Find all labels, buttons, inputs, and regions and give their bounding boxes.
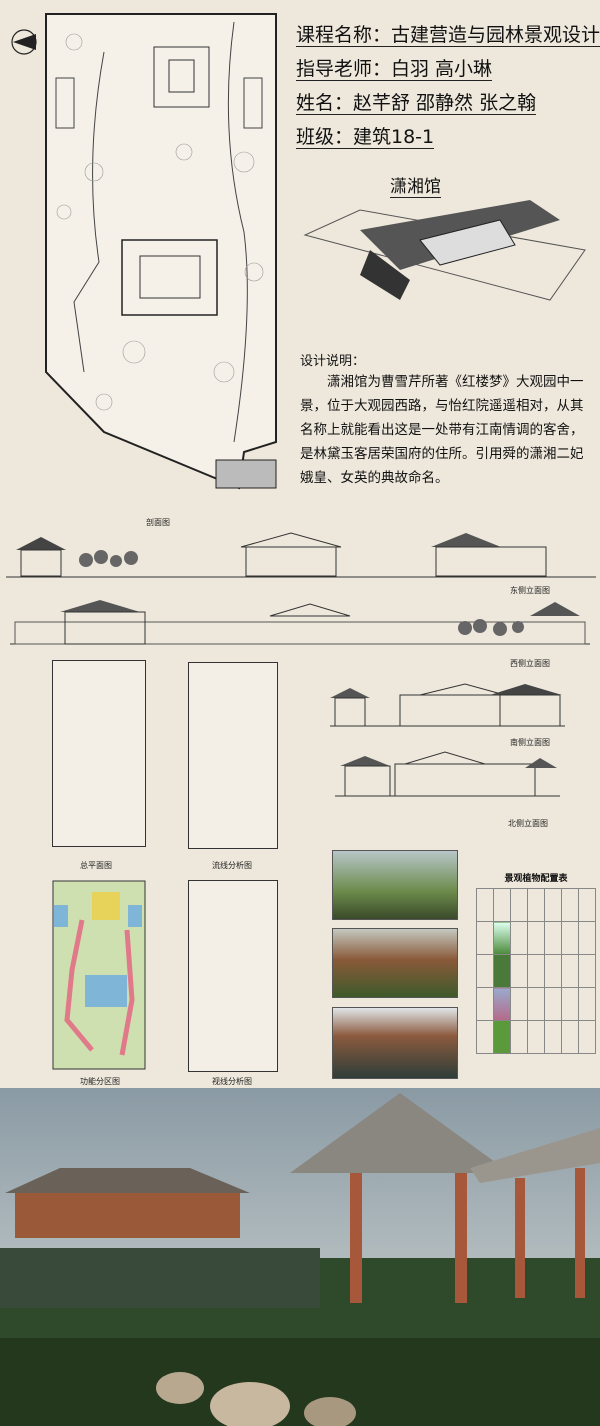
main-site-plan (45, 13, 277, 490)
circulation-label: 流线分析图 (212, 861, 252, 870)
perspective-render (0, 1088, 600, 1426)
class-name: 班级：建筑18-1 (296, 126, 435, 149)
description-heading: 设计说明： (300, 354, 366, 369)
compass-north-icon (11, 29, 37, 55)
zoning-label: 功能分区图 (80, 1077, 120, 1086)
student-names: 姓名：赵芊舒 邵静然 张之翰 (296, 92, 537, 115)
render-thumbnail (332, 850, 458, 920)
section-label: 剖面图 (146, 518, 170, 527)
plant-table (476, 888, 596, 1054)
south-elevation-drawing (330, 683, 565, 727)
zoning-plan (52, 880, 146, 1070)
east-elevation-label: 东侧立面图 (510, 586, 550, 595)
section-drawing (6, 532, 596, 578)
south-elevation-label: 南侧立面图 (510, 738, 550, 747)
render-thumbnail (332, 928, 458, 998)
course-name: 课程名称：古建营造与园林景观设计 (296, 24, 600, 47)
plant-table-title: 景观植物配置表 (504, 874, 568, 884)
project-title: 潇湘馆 (390, 172, 441, 198)
circulation-plan (188, 662, 278, 849)
west-elevation-drawing (10, 600, 590, 645)
west-elevation-label: 西侧立面图 (510, 659, 550, 668)
north-elevation-drawing (335, 751, 560, 797)
north-elevation-label: 北侧立面图 (508, 819, 548, 828)
sightline-label: 视线分析图 (212, 1077, 252, 1086)
render-thumbnail (332, 1007, 458, 1079)
site-plan-small (52, 660, 146, 847)
description-body: 潇湘馆为曹雪芹所著《红楼梦》大观园中一景，位于大观园西路，与怡红院遥遥相对，从其… (300, 374, 584, 486)
sightline-plan (188, 880, 278, 1072)
axonometric-view (303, 200, 586, 301)
site-plan-label: 总平面图 (80, 861, 112, 870)
teachers: 指导老师：白羽 高小琳 (296, 58, 493, 81)
